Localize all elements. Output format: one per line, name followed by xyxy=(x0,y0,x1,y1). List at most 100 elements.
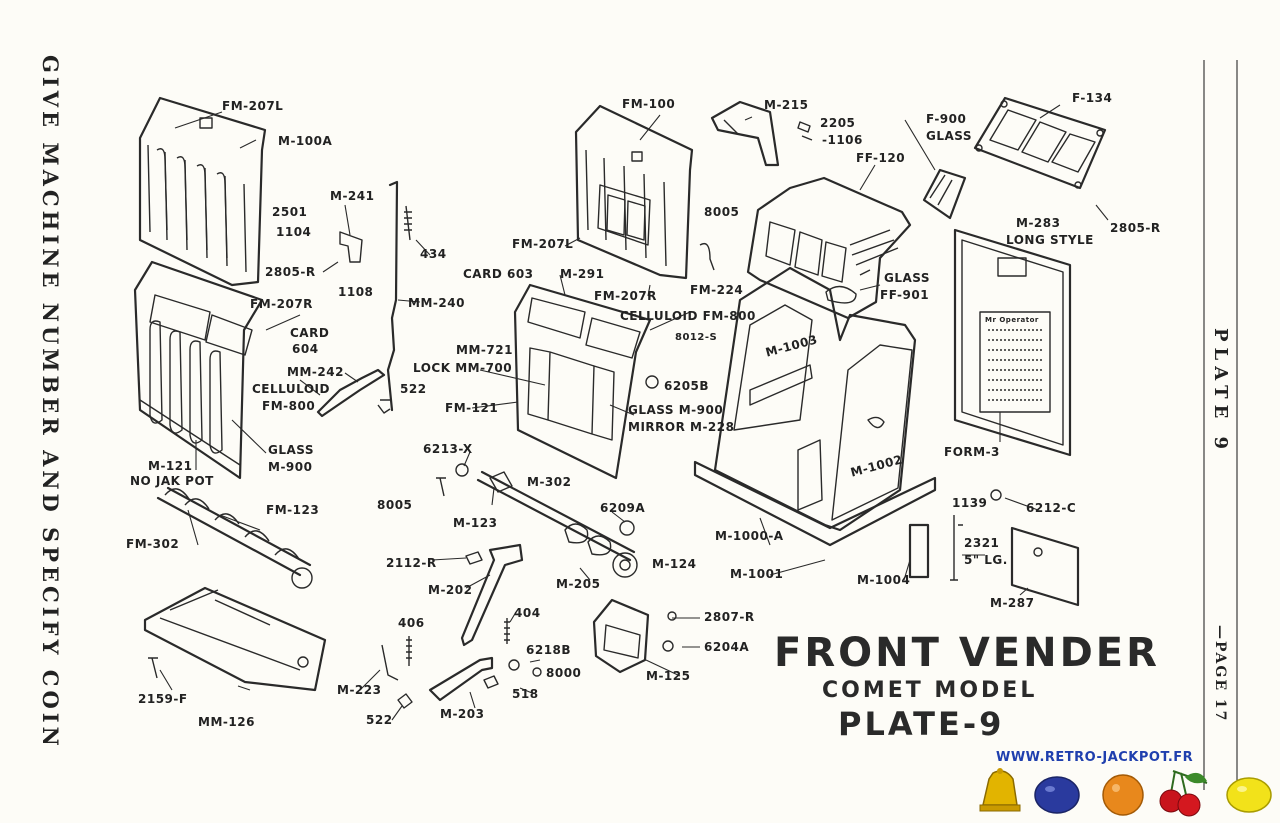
label-2321-b: 5" LG. xyxy=(964,553,1008,567)
label-m100a: M-100A xyxy=(278,134,333,148)
label-2805r-right: 2805-R xyxy=(1110,221,1161,235)
label-mm721: MM-721 xyxy=(456,343,513,357)
label-8005-top: 8005 xyxy=(704,205,740,219)
label-glass-mid-b: MIRROR M-228 xyxy=(628,420,735,434)
label-2159f: 2159-F xyxy=(138,692,188,706)
label-form3: FORM-3 xyxy=(944,445,1000,459)
label-fm207r-left: FM-207R xyxy=(250,297,313,311)
label-2321-a: 2321 xyxy=(964,536,1000,550)
label-8012s: 8012-S xyxy=(675,332,718,343)
bell-icon xyxy=(979,768,1021,812)
label-ff120: FF-120 xyxy=(856,151,906,165)
label-522-top: 522 xyxy=(400,382,427,396)
label-fm302: FM-302 xyxy=(126,537,180,551)
label-6209a: 6209A xyxy=(600,501,646,515)
label-8000: 8000 xyxy=(546,666,582,680)
label-m121-left-b: NO JAK POT xyxy=(130,474,214,488)
label-fm207l-top: FM-207L xyxy=(222,99,284,113)
website-link[interactable]: WWW.RETRO-JACKPOT.FR xyxy=(996,750,1194,765)
label-m287: M-287 xyxy=(990,596,1035,610)
label-m291: M-291 xyxy=(560,267,605,281)
ff120-casting xyxy=(746,176,912,320)
label-mm240: MM-240 xyxy=(408,296,465,310)
label-m1001: M-1001 xyxy=(730,567,784,581)
label-m205: M-205 xyxy=(556,577,601,591)
label-1106: -1106 xyxy=(822,133,863,147)
label-m202: M-202 xyxy=(428,583,473,597)
m241-bracket xyxy=(339,231,363,263)
label-518: 518 xyxy=(512,687,539,701)
label-2112r: 2112-R xyxy=(386,556,437,570)
label-6212c: 6212-C xyxy=(1026,501,1077,515)
cabinet-body xyxy=(693,266,937,547)
side-instruction: GIVE MACHINE NUMBER AND SPECIFY COIN xyxy=(38,55,63,750)
label-celluloid-left-b: FM-800 xyxy=(262,399,316,413)
cherries-icon xyxy=(1159,770,1208,817)
label-glass-left-a: GLASS xyxy=(268,443,315,457)
m125-housing xyxy=(592,598,650,674)
label-fm207r-mid: FM-207R xyxy=(594,289,657,303)
label-card604-a: CARD xyxy=(290,326,330,340)
label-glass-ff-a: GLASS xyxy=(884,271,931,285)
label-glass-left-b: M-900 xyxy=(268,460,313,474)
page-side-label: —PAGE 17 xyxy=(1212,625,1228,723)
label-m283-b: LONG STYLE xyxy=(1006,233,1094,247)
label-card603: CARD 603 xyxy=(463,267,534,281)
label-1104: 1104 xyxy=(276,225,312,239)
label-f900-b: GLASS xyxy=(926,129,973,143)
plum-icon xyxy=(1034,776,1080,814)
f134-frame xyxy=(973,96,1107,190)
label-404: 404 xyxy=(514,606,541,620)
label-6213x: 6213-X xyxy=(423,442,473,456)
title-line3: PLATE-9 xyxy=(838,705,1005,743)
label-lock: LOCK MM-700 xyxy=(413,361,513,375)
label-f134: F-134 xyxy=(1072,91,1113,105)
label-m124: M-124 xyxy=(652,557,697,571)
m302-shaft xyxy=(476,470,638,578)
label-m123: M-123 xyxy=(453,516,498,530)
spring-434 xyxy=(404,205,412,241)
label-406: 406 xyxy=(398,616,425,630)
label-m302: M-302 xyxy=(527,475,572,489)
label-card604-b: 604 xyxy=(292,342,319,356)
title-line2: COMET MODEL xyxy=(822,678,1038,703)
label-fm100: FM-100 xyxy=(622,97,676,111)
plate-side-label: PLATE 9 xyxy=(1210,328,1231,456)
label-2205: 2205 xyxy=(820,116,856,130)
label-m121-left-a: M-121 xyxy=(148,459,193,473)
label-522-bot: 522 xyxy=(366,713,393,727)
label-1139: 1139 xyxy=(952,496,988,510)
label-1108: 1108 xyxy=(338,285,374,299)
m1004-part xyxy=(908,523,930,579)
reel-frame-center xyxy=(574,104,694,280)
label-2501: 2501 xyxy=(272,205,308,219)
label-f900-a: F-900 xyxy=(926,112,967,126)
m287-plate xyxy=(1010,526,1080,607)
label-6205b: 6205B xyxy=(664,379,710,393)
label-m223: M-223 xyxy=(337,683,382,697)
mm242-lever xyxy=(316,368,386,418)
cabinet-front-left xyxy=(133,260,264,480)
f900-glass xyxy=(922,168,967,220)
label-m1004: M-1004 xyxy=(857,573,911,587)
label-fm121: FM-121 xyxy=(445,401,499,415)
m203-arm xyxy=(428,656,494,702)
label-2807r: 2807-R xyxy=(704,610,755,624)
label-m125: M-125 xyxy=(646,669,691,683)
label-2805r-left: 2805-R xyxy=(265,265,316,279)
mm240-rod xyxy=(386,180,399,412)
label-mm126: MM-126 xyxy=(198,715,255,729)
reel-frame-left xyxy=(138,96,267,287)
m202-lever xyxy=(460,543,524,647)
label-glass-ff-b: FF-901 xyxy=(880,288,930,302)
label-m1000a: M-1000-A xyxy=(715,529,784,543)
label-6204a: 6204A xyxy=(704,640,750,654)
card-heading: Mr Operator xyxy=(985,316,1039,324)
label-fm224: FM-224 xyxy=(690,283,744,297)
label-m215: M-215 xyxy=(764,98,809,112)
mm126-tray xyxy=(143,586,327,692)
fruit-logo-strip xyxy=(979,768,1272,817)
label-glass-mid-a: GLASS M-900 xyxy=(628,403,724,417)
m283-door xyxy=(953,228,1072,457)
